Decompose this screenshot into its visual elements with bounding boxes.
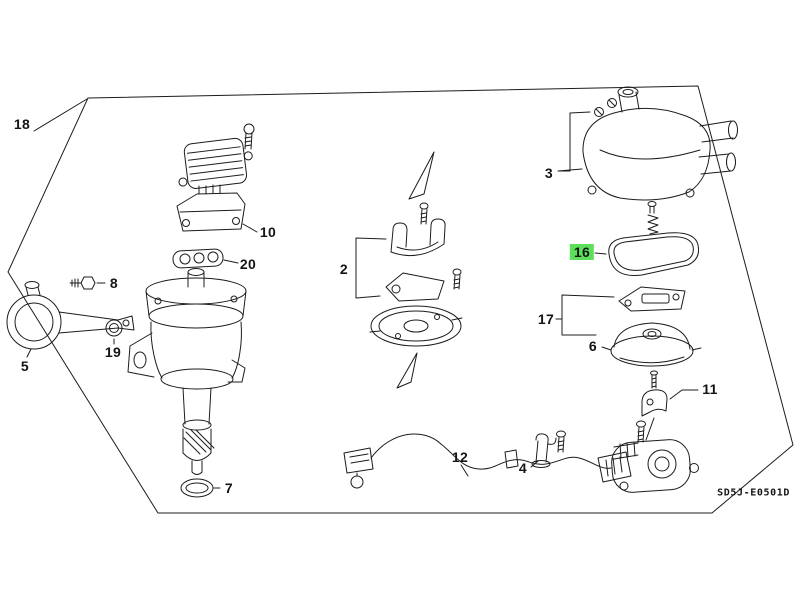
part-callout-6[interactable]: 6 [588, 338, 598, 354]
wire-harness-drawing [343, 433, 632, 489]
o-ring-7-drawing [180, 478, 214, 498]
clamp-screw-b-drawing [452, 268, 462, 290]
ignition-coil-unit-drawing [611, 439, 699, 493]
igniter-unit-drawing [176, 184, 246, 232]
distributor-housing-drawing [127, 268, 247, 475]
vacuum-advance-drawing [6, 281, 135, 350]
ignition-coil-drawing [178, 137, 253, 189]
part-callout-10[interactable]: 10 [259, 224, 277, 240]
harness-clamp-drawing [531, 433, 557, 468]
part-callout-8[interactable]: 8 [109, 275, 119, 291]
direction-arrow-down [396, 352, 418, 389]
rotor-cover-drawing [610, 322, 702, 367]
part-callout-16[interactable]: 16 [569, 244, 595, 260]
cap-gasket-drawing [608, 232, 699, 277]
part-callout-11[interactable]: 11 [702, 381, 718, 397]
rotor-clamp-drawing [641, 389, 668, 441]
part-callout-18[interactable]: 18 [13, 116, 31, 132]
part-callout-4[interactable]: 4 [518, 460, 528, 476]
direction-arrow-up [408, 151, 435, 200]
mounting-bolt-drawing [69, 276, 96, 290]
part-callout-2[interactable]: 2 [339, 261, 349, 277]
terminal-gasket-drawing [172, 248, 224, 269]
diagram-code: SD5J-E0501D [717, 487, 790, 499]
flat-bracket-drawing [385, 272, 445, 302]
bearing-clamp-drawing [390, 218, 446, 257]
coil-screw-drawing [243, 123, 255, 150]
cap-screws-drawing [594, 98, 617, 117]
cap-spring-screw-drawing [647, 201, 659, 235]
distributor-cap-drawing [582, 86, 738, 201]
base-plate-drawing [369, 305, 463, 347]
part-callout-5[interactable]: 5 [20, 358, 30, 374]
rotor-screw-drawing [650, 370, 658, 389]
border-frame [7, 85, 794, 514]
part-callout-7[interactable]: 7 [224, 480, 234, 496]
part-callout-3[interactable]: 3 [544, 165, 554, 181]
part-callout-12[interactable]: 12 [451, 449, 469, 465]
part-callout-19[interactable]: 19 [104, 344, 122, 360]
callout-leader-lines [26, 98, 699, 489]
part-callout-20[interactable]: 20 [239, 256, 257, 272]
clamp-screw-a-drawing [419, 202, 429, 225]
harness-bolt-b-drawing [636, 420, 646, 443]
part-callout-17[interactable]: 17 [537, 311, 555, 327]
harness-bolt-a-drawing [556, 430, 566, 453]
leak-cover-drawing [618, 286, 686, 312]
